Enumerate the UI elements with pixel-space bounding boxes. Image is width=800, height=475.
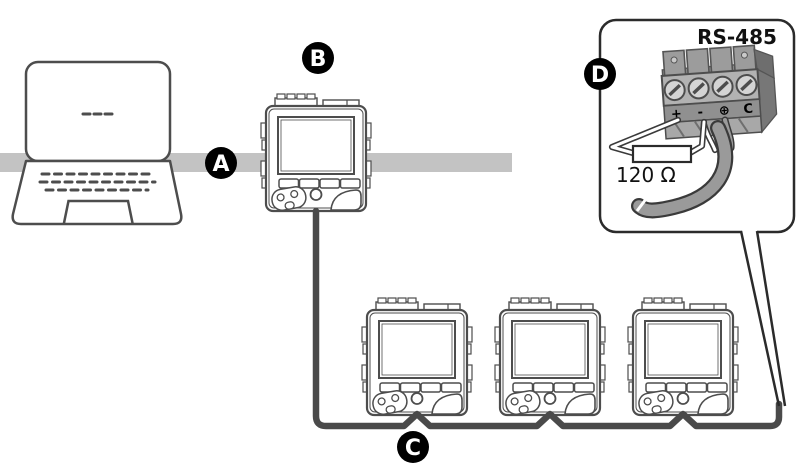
laptop-keyboard: [38, 172, 157, 192]
resistor-value-label: 120 Ω: [616, 163, 676, 187]
rs485-bus-cable: [631, 120, 734, 219]
power-meter-1: [360, 296, 474, 417]
laptop-touchpad: [62, 199, 134, 225]
laptop-icon: [11, 60, 183, 226]
laptop-screen: [24, 60, 172, 163]
rs485-daisy-chain-cable: [312, 207, 783, 430]
label-a: A: [205, 147, 237, 179]
terminal-screws: [663, 74, 758, 102]
laptop-base: [11, 159, 183, 226]
rs485-terminal-block: + - ⊕ C: [660, 44, 778, 140]
terminal-label-common: C: [743, 102, 754, 118]
callout-tail: [739, 230, 787, 407]
termination-resistor: [631, 144, 693, 164]
power-meter-gateway: [259, 92, 373, 213]
termination-wiring: [608, 116, 708, 164]
label-b: B: [302, 42, 334, 74]
terminal-label-ground-icon: ⊕: [718, 103, 730, 119]
label-a-text: A: [212, 152, 229, 177]
terminal-label-minus: -: [697, 105, 703, 120]
label-d: D: [584, 58, 616, 90]
power-meter-3: [626, 296, 740, 417]
label-c-text: C: [405, 436, 421, 461]
terminal-label-plus: +: [670, 107, 682, 123]
callout-title: RS-485: [697, 25, 777, 49]
rs485-detail-callout: RS-485 + -: [598, 18, 796, 407]
label-d-text: D: [591, 63, 609, 88]
label-c: C: [397, 431, 429, 463]
power-meter-2: [493, 296, 607, 417]
label-b-text: B: [310, 47, 327, 72]
